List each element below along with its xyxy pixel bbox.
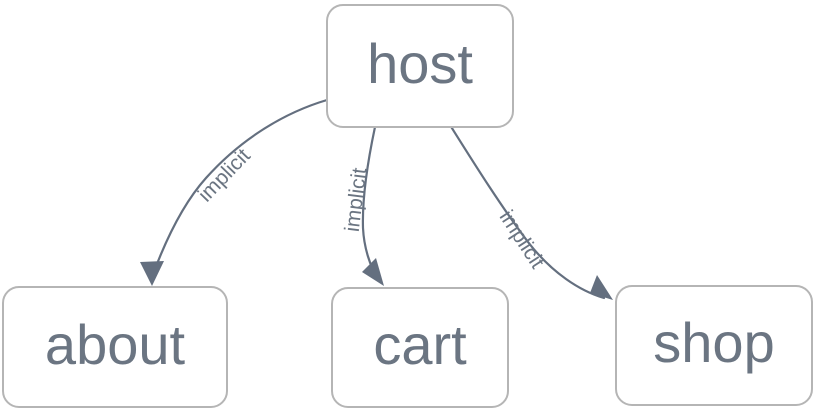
- edge-path-host-shop[interactable]: [448, 123, 606, 300]
- node-cart[interactable]: cart: [331, 287, 509, 408]
- edge-group-host-about[interactable]: implicit: [140, 98, 329, 286]
- node-label-shop: shop: [653, 311, 774, 374]
- node-label-about: about: [45, 313, 186, 376]
- node-host[interactable]: host: [326, 4, 514, 128]
- node-label-cart: cart: [373, 313, 467, 376]
- edge-label-host-cart: implicit: [341, 166, 372, 233]
- arrowhead-host-cart: [362, 258, 384, 286]
- edge-path-host-cart[interactable]: [361, 125, 380, 281]
- edge-group-host-shop[interactable]: implicit: [448, 123, 613, 300]
- node-shop[interactable]: shop: [615, 285, 813, 406]
- edge-label-host-about: implicit: [194, 144, 255, 206]
- node-box-shop[interactable]: [615, 285, 813, 406]
- edge-group-host-cart[interactable]: implicit: [341, 125, 384, 286]
- node-box-about[interactable]: [2, 286, 228, 408]
- node-about[interactable]: about: [2, 286, 228, 408]
- node-label-host: host: [367, 32, 473, 95]
- node-box-host[interactable]: [326, 4, 514, 128]
- node-box-cart[interactable]: [331, 287, 509, 408]
- arrowhead-host-about: [140, 261, 164, 286]
- arrowhead-host-shop: [590, 275, 613, 300]
- edge-label-host-shop: implicit: [495, 206, 549, 272]
- edge-path-host-about[interactable]: [150, 98, 329, 279]
